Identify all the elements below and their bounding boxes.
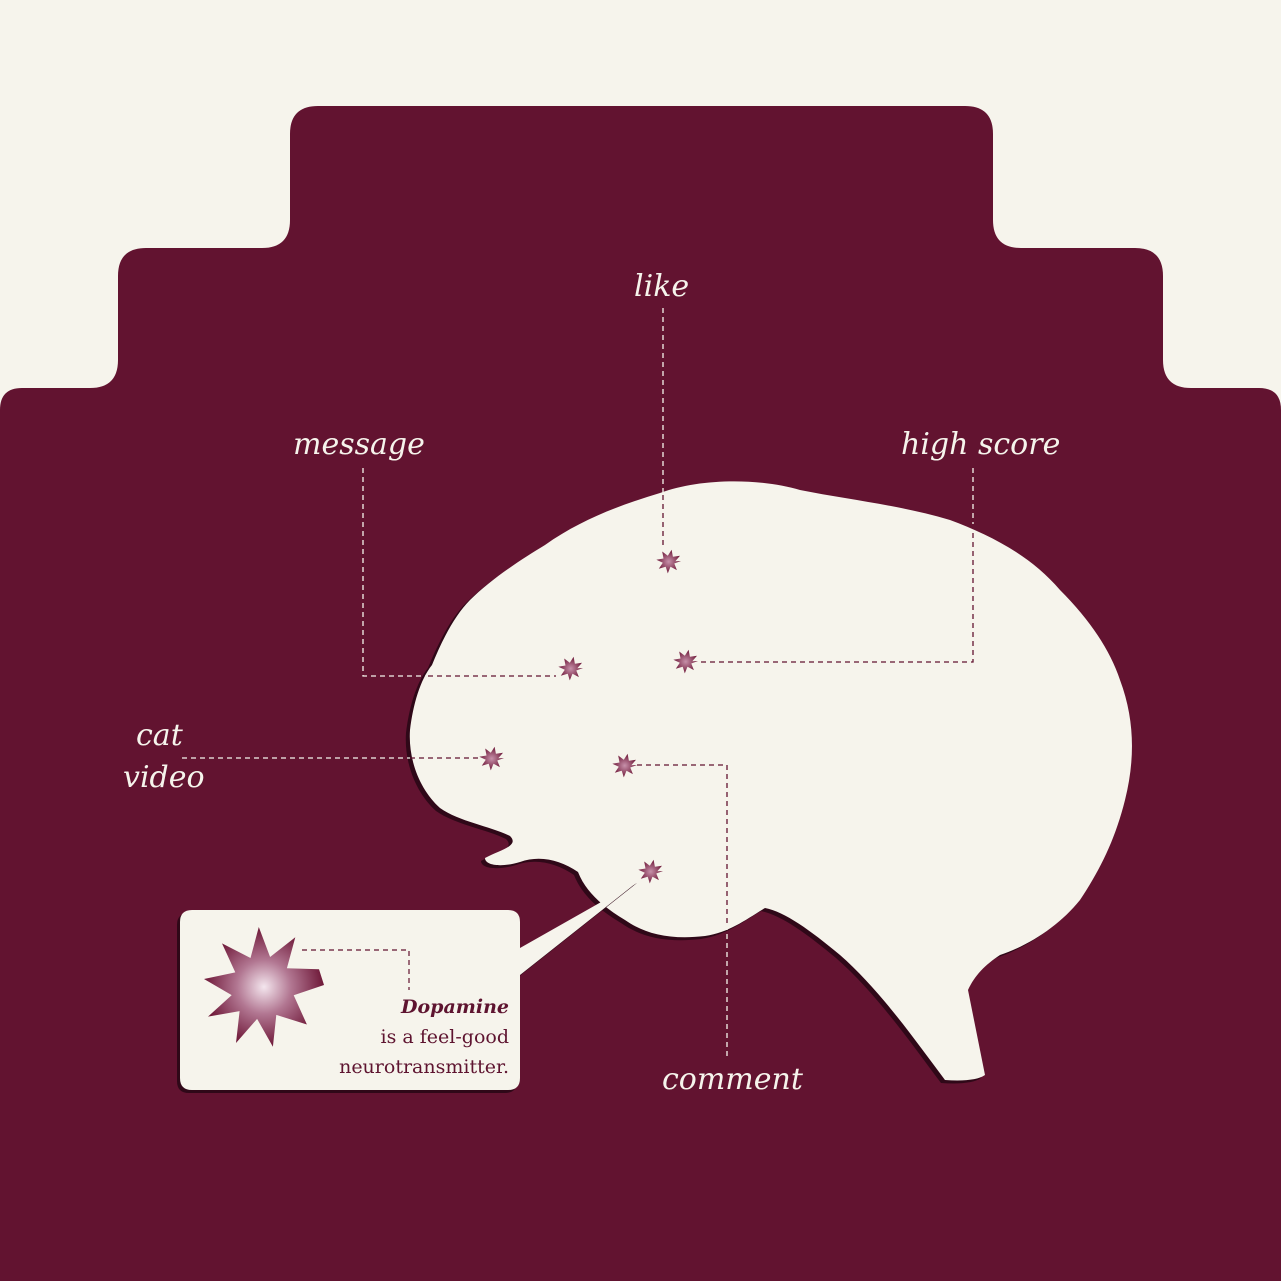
label-like: like xyxy=(634,269,690,304)
burst-high-score xyxy=(673,649,698,674)
burst-comment xyxy=(612,753,637,778)
burst-message xyxy=(558,656,583,681)
callout-term: Dopamine xyxy=(401,996,509,1018)
burst-markers xyxy=(479,549,698,884)
burst-like xyxy=(656,549,681,574)
leader-comment-inner xyxy=(637,764,728,925)
label-cat-video-line2: video xyxy=(123,760,205,795)
label-comment: comment xyxy=(662,1062,803,1097)
leader-high-score-inner xyxy=(700,524,974,663)
dopamine-burst-icon xyxy=(204,927,324,1047)
dopamine-callout-text: Dopamine is a feel-good neurotransmitter… xyxy=(339,992,509,1082)
leader-message xyxy=(362,468,428,677)
burst-cat-video xyxy=(479,746,504,771)
burst-callout-source xyxy=(638,859,663,884)
callout-line-2: neurotransmitter. xyxy=(339,1056,509,1078)
label-cat-video-line1: cat xyxy=(136,718,183,753)
brain-silhouette-icon xyxy=(405,481,1132,1084)
label-message: message xyxy=(293,427,425,462)
dopamine-callout-box xyxy=(177,880,640,1093)
label-high-score: high score xyxy=(901,427,1061,462)
callout-line-1: is a feel-good xyxy=(380,1026,509,1048)
